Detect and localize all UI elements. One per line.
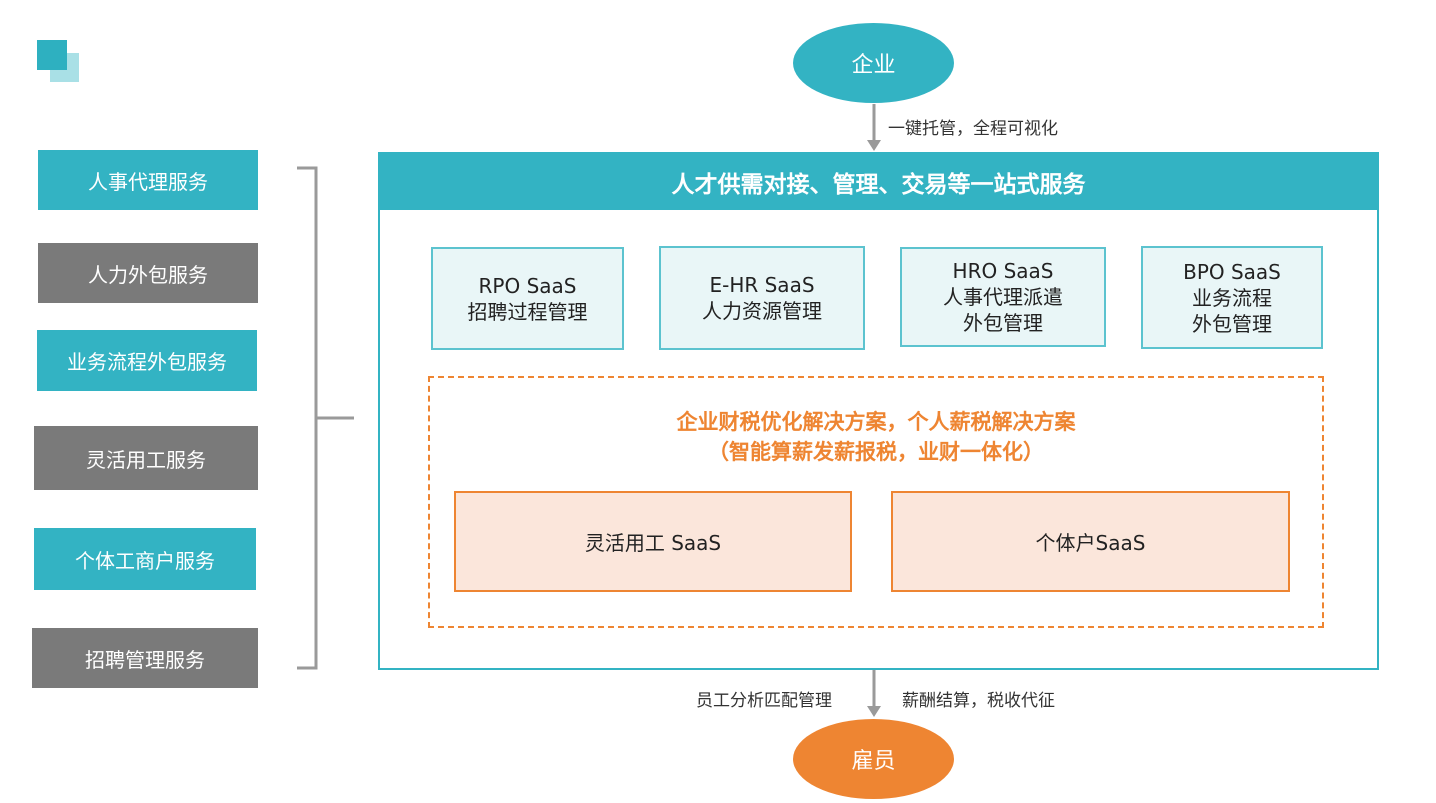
module-line: BPO SaaS — [1183, 259, 1281, 284]
solution-dashed-box — [428, 376, 1324, 628]
logo-square-front — [37, 40, 67, 70]
flexible-work-saas-box: 灵活用工 SaaS — [454, 491, 852, 592]
module-line: 招聘过程管理 — [467, 299, 588, 324]
saas-module-hro: HRO SaaS 人事代理派遣 外包管理 — [900, 247, 1106, 347]
service-bracket — [297, 166, 354, 670]
service-item: 个体工商户服务 — [34, 528, 256, 590]
bottom-arrow-head — [867, 706, 881, 717]
service-item: 人力外包服务 — [38, 243, 258, 303]
module-line: 外包管理 — [963, 311, 1043, 335]
module-line: 人事代理派遣 — [943, 285, 1063, 309]
saas-module-ehr: E-HR SaaS 人力资源管理 — [659, 246, 865, 350]
saas-module-bpo: BPO SaaS 业务流程 外包管理 — [1141, 246, 1323, 349]
service-item: 招聘管理服务 — [32, 628, 258, 688]
module-line: 业务流程 — [1192, 285, 1272, 310]
panel-title: 人才供需对接、管理、交易等一站式服务 — [380, 154, 1377, 210]
saas-module-rpo: RPO SaaS 招聘过程管理 — [431, 247, 624, 350]
solution-title: 企业财税优化解决方案，个人薪税解决方案 — [676, 410, 1076, 434]
individual-business-saas-box: 个体户SaaS — [891, 491, 1290, 592]
top-arrow-label: 一键托管，全程可视化 — [888, 119, 1058, 139]
top-arrow-head — [867, 140, 881, 151]
service-item: 灵活用工服务 — [34, 426, 258, 490]
bottom-right-label: 薪酬结算，税收代征 — [902, 691, 1055, 711]
employee-node: 雇员 — [793, 719, 954, 799]
module-line: E-HR SaaS — [709, 273, 815, 297]
service-item: 人事代理服务 — [38, 150, 258, 210]
bottom-left-label: 员工分析匹配管理 — [696, 691, 832, 711]
service-item: 业务流程外包服务 — [37, 330, 257, 391]
solution-subtitle: （智能算薪发薪报税，业财一体化） — [708, 440, 1044, 464]
module-line: RPO SaaS — [478, 273, 577, 298]
enterprise-node: 企业 — [793, 23, 954, 103]
module-line: 外包管理 — [1192, 311, 1272, 336]
module-line: HRO SaaS — [952, 259, 1054, 283]
module-line: 人力资源管理 — [702, 299, 822, 323]
